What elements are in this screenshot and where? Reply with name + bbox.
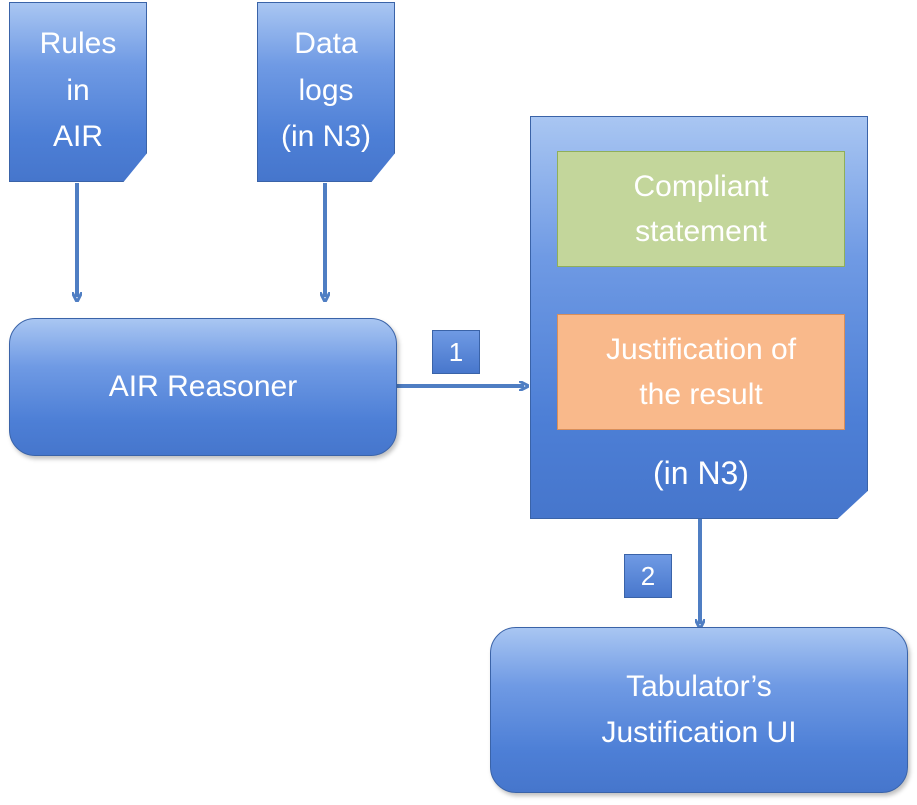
tabulator-ui-label: Tabulator’s Justification UI	[601, 669, 797, 750]
step-2-badge: 2	[624, 554, 672, 598]
air-reasoner-label: AIR Reasoner	[108, 370, 298, 403]
justification-box: Justification of the result	[557, 314, 845, 430]
rules-document: Rules in AIR	[9, 2, 147, 182]
step-1-label: 1	[448, 336, 464, 367]
justification-label: Justification of the result	[605, 333, 797, 411]
data-logs-document-label: Data logs (in N3)	[280, 27, 371, 153]
compliant-statement-box: Compliant statement	[557, 151, 845, 267]
step-1-badge: 1	[432, 330, 480, 374]
result-format-text: (in N3)	[652, 455, 749, 491]
compliant-statement-label: Compliant statement	[633, 170, 769, 248]
step-2-label: 2	[640, 560, 656, 591]
result-format-label: (in N3)	[557, 448, 845, 498]
data-logs-document: Data logs (in N3)	[257, 2, 395, 182]
rules-document-label: Rules in AIR	[39, 27, 117, 153]
air-reasoner-node: AIR Reasoner	[9, 318, 397, 456]
tabulator-ui-node: Tabulator’s Justification UI	[490, 627, 908, 793]
